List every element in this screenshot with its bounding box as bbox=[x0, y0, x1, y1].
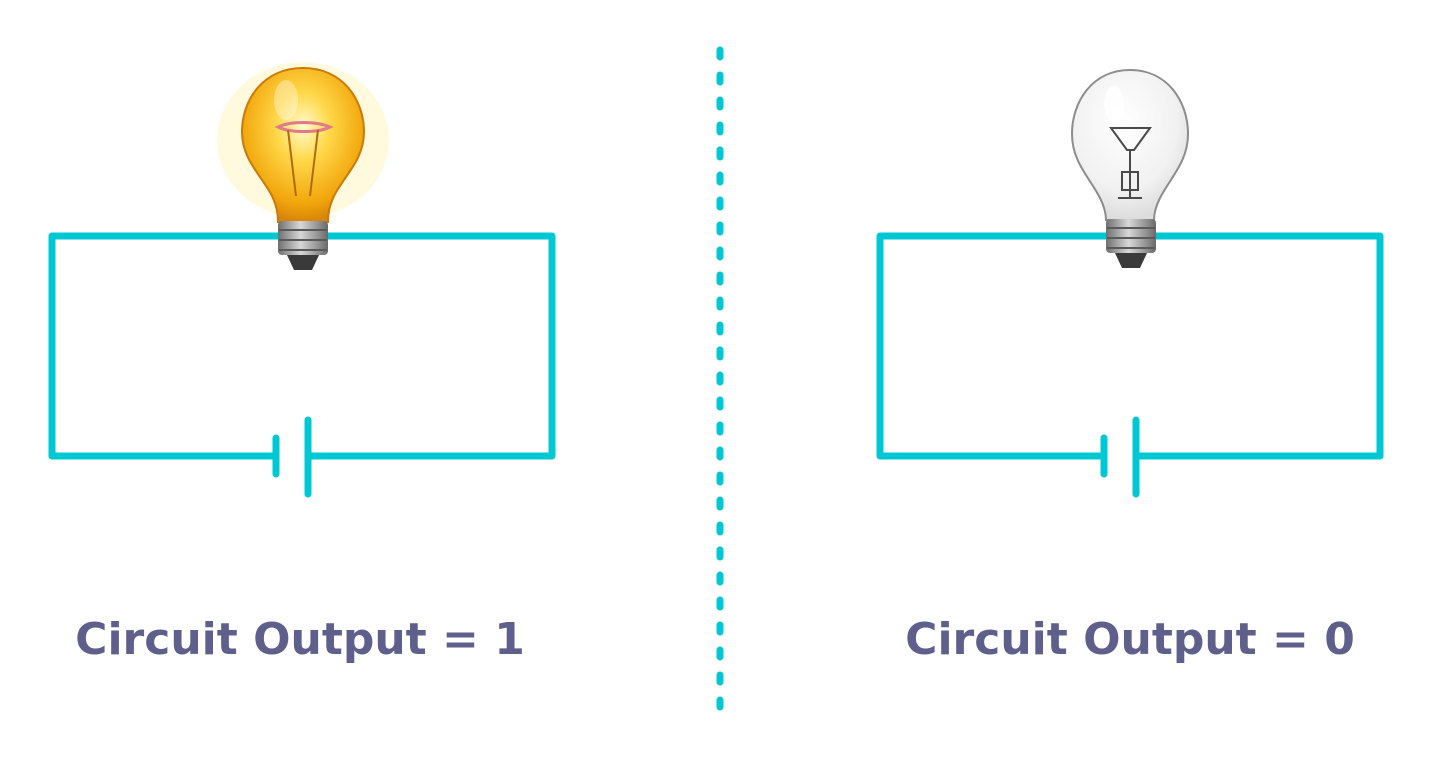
lit-light-bulb-icon bbox=[217, 62, 389, 270]
left-circuit-caption: Circuit Output = 1 bbox=[75, 614, 525, 665]
unlit-light-bulb-icon bbox=[1070, 68, 1190, 268]
right-circuit-wire bbox=[876, 232, 1384, 460]
right-circuit-caption: Circuit Output = 0 bbox=[905, 614, 1355, 665]
right-circuit bbox=[876, 68, 1384, 498]
left-circuit bbox=[48, 62, 556, 498]
battery-cell-icon bbox=[1100, 416, 1140, 498]
battery-cell-icon bbox=[272, 416, 312, 498]
